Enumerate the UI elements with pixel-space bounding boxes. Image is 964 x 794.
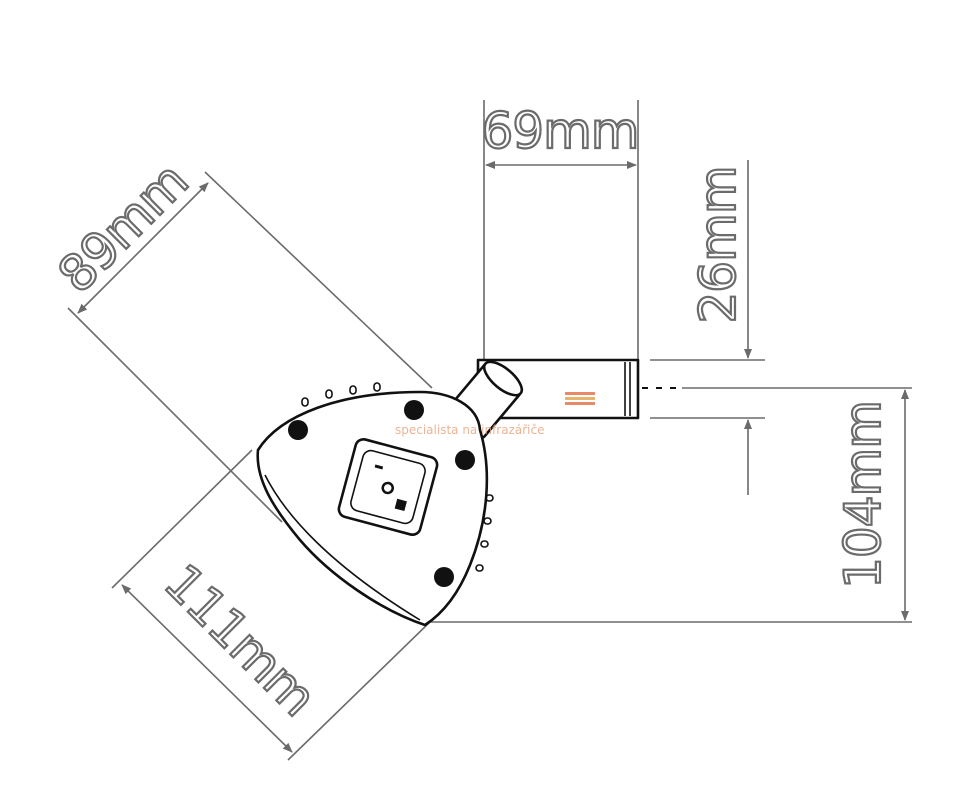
dimension-26mm: 26mm (650, 160, 765, 495)
label-89mm: 89mm (47, 152, 199, 304)
label-69mm: 69mm (481, 102, 638, 160)
label-104mm: 104mm (834, 401, 892, 589)
flag-logo (565, 392, 595, 405)
dimension-104mm: 104mm (430, 387, 912, 623)
heater-device (256, 358, 640, 627)
watermark: specialista na infrazářiče (395, 423, 544, 437)
power-switch (337, 437, 439, 537)
dimension-69mm: 69mm (480, 100, 641, 362)
ribs (301, 382, 494, 572)
screws (288, 400, 475, 587)
label-26mm: 26mm (689, 166, 747, 323)
